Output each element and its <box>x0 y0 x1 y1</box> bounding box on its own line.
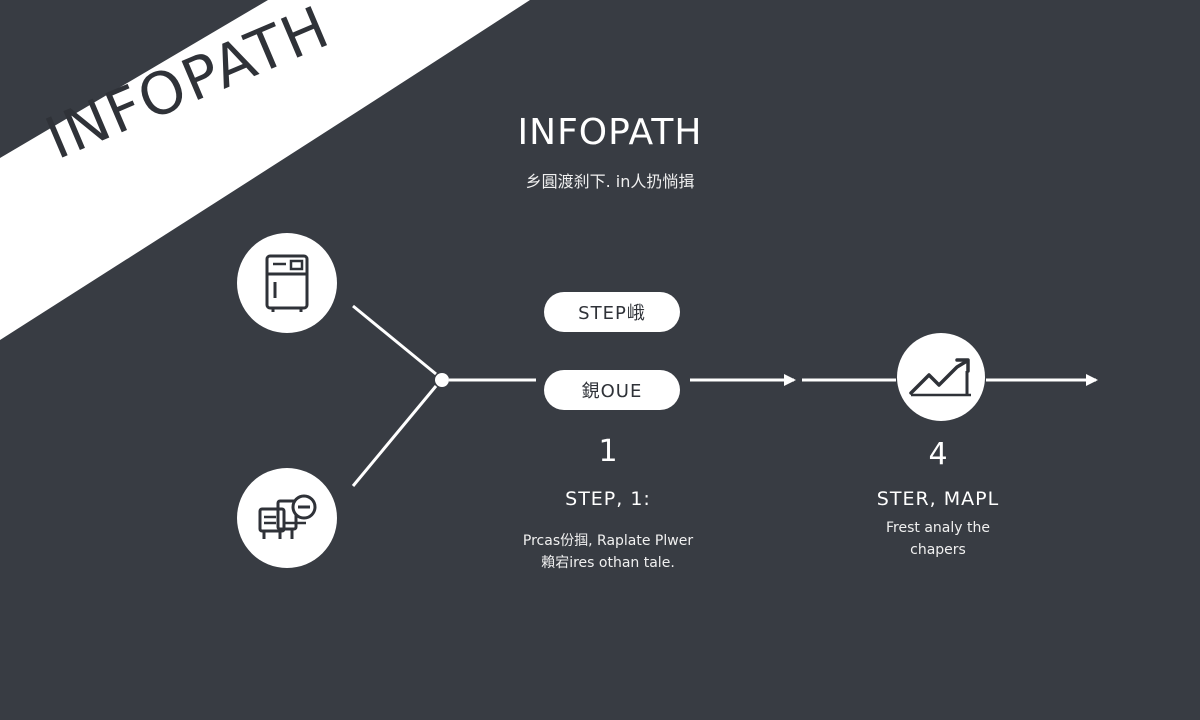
diagram-title: INFOPATH <box>517 112 703 153</box>
trend-chart-icon <box>909 358 971 397</box>
step1-desc-line2: 賴宕ires othan tale. <box>541 555 675 571</box>
connector-bottom-node <box>351 385 438 487</box>
node-chart <box>897 333 985 421</box>
connector-top-node <box>352 304 437 376</box>
step4-desc-line2: chapers <box>910 542 966 558</box>
junction-dot <box>435 373 449 387</box>
node-bottom <box>237 468 337 568</box>
node-top <box>237 233 337 333</box>
appliance-icon <box>265 254 309 312</box>
machine-icon <box>258 494 317 539</box>
step4-desc-line1: Frest analy the <box>886 520 990 536</box>
diagram-subtitle: 乡圓渡刹下. in人扔惝揖 <box>525 172 695 191</box>
step1-number: 1 <box>598 434 618 469</box>
banner-band <box>0 0 530 340</box>
step1-desc-line1: Prcas份掴, Raplate Plwer <box>522 533 694 549</box>
step4-title: STER, MAPL <box>876 488 1000 510</box>
pill-step-top: STEP峨 <box>544 292 680 332</box>
step1-title: STEP, 1: <box>565 488 651 510</box>
pill-step-middle: 鋧OUE <box>544 370 680 410</box>
step4-number: 4 <box>928 437 948 472</box>
